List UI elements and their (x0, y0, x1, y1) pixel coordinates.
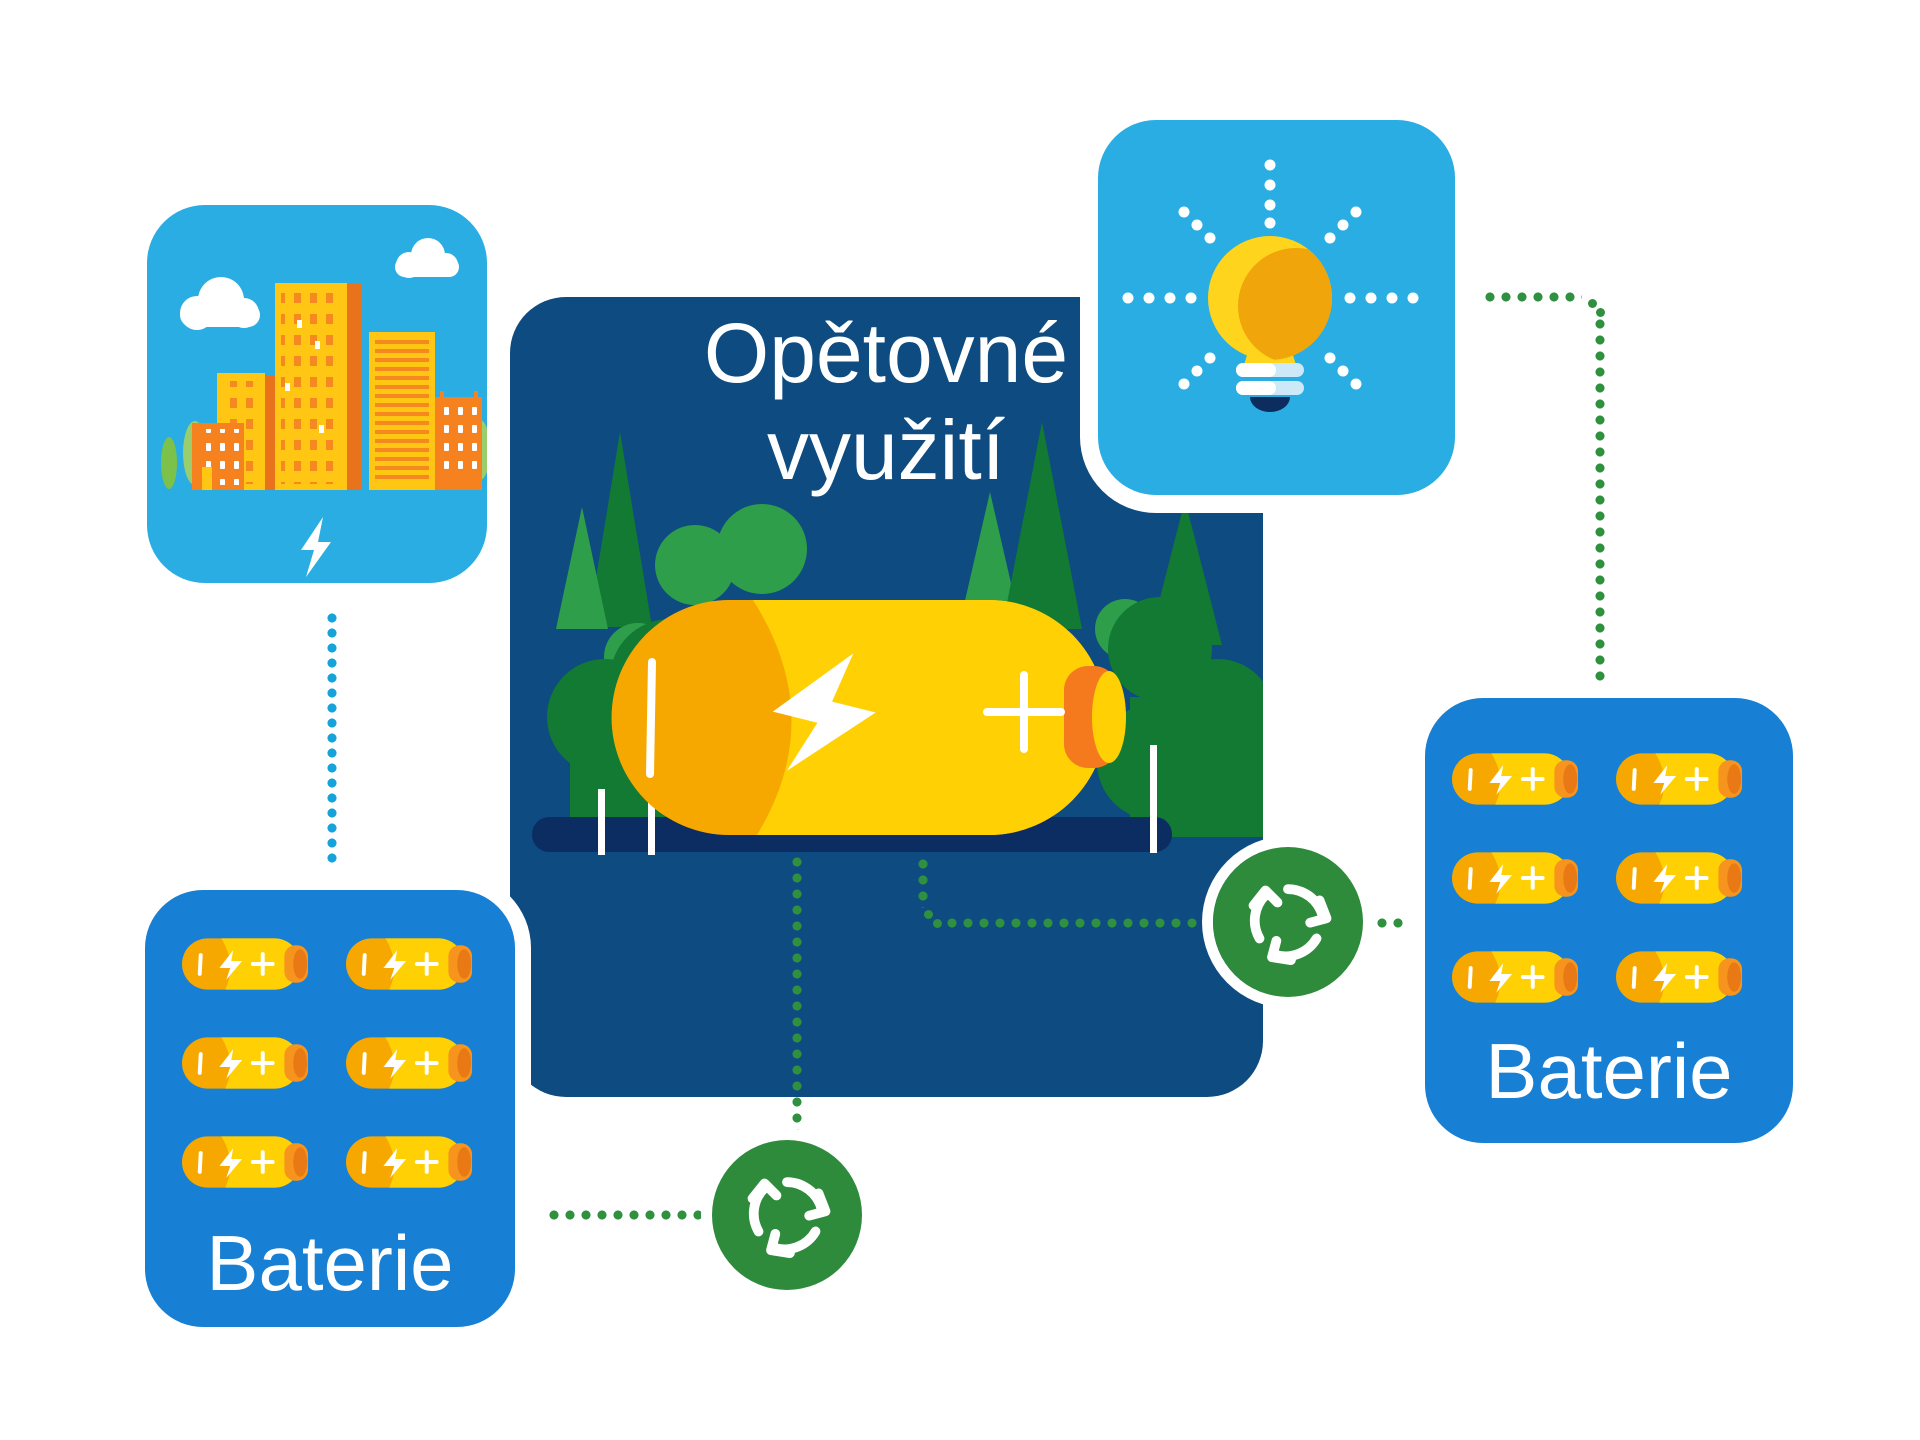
city-card (147, 205, 490, 583)
minus-terminal-icon (361, 1052, 367, 1075)
recycle-badge-right (1213, 847, 1363, 997)
minus-terminal-icon (646, 658, 656, 778)
minus-terminal-icon (197, 953, 203, 976)
battery-icon (1452, 951, 1579, 1003)
connector-battery-to-recycle-right (918, 856, 928, 908)
plus-terminal-icon (1684, 965, 1709, 989)
connector-corner-dot (933, 919, 942, 928)
lightning-bolt-icon (383, 950, 407, 980)
minus-terminal-icon (1631, 867, 1637, 890)
connector-city-to-batteries-left (327, 610, 337, 866)
buildings (192, 283, 482, 490)
connector-batteries-left-to-recycle (546, 1210, 706, 1220)
battery-scene-illustration (532, 422, 1263, 855)
light-rays-icon (1122, 159, 1419, 390)
plus-terminal-icon (250, 1150, 275, 1174)
battery-icon (346, 1136, 473, 1188)
lightning-bolt-icon (1653, 864, 1677, 894)
lightning-bolt-icon (383, 1049, 407, 1079)
plus-terminal-icon (1520, 767, 1545, 791)
minus-terminal-icon (1631, 966, 1637, 989)
batteries-card-right: Baterie (1425, 698, 1793, 1143)
battery-icon (346, 938, 473, 990)
tree-trunks (598, 745, 1157, 855)
battery-icon (1452, 753, 1579, 805)
minus-terminal-icon (197, 1151, 203, 1174)
recycle-badge-bottom (712, 1140, 862, 1290)
lightning-bolt-icon (1653, 963, 1677, 993)
batteries-label: Baterie (1485, 1027, 1733, 1115)
reuse-title: Opětovné využití (703, 306, 1069, 497)
minus-terminal-icon (1467, 966, 1473, 989)
large-battery-illustration (611, 600, 1126, 835)
plus-terminal-icon (414, 1051, 439, 1075)
lightning-bolt-icon (1489, 765, 1513, 795)
plus-terminal-icon (250, 1051, 275, 1075)
battery-icon (182, 1136, 309, 1188)
recycle-arrows-icon (1213, 847, 1363, 997)
plus-terminal-icon (1684, 866, 1709, 890)
connector-battery-to-recycle-right (944, 918, 1206, 928)
connector-bulb-to-batteries-right (1595, 316, 1605, 682)
battery-icon (1616, 753, 1743, 805)
battery-grid (1452, 753, 1744, 1003)
connector-recycle-right-to-batteries-right (1374, 918, 1420, 928)
battery-icon (1616, 951, 1743, 1003)
minus-terminal-icon (197, 1052, 203, 1075)
cloud-icon (180, 277, 260, 330)
battery-icon (182, 1037, 309, 1089)
minus-terminal-icon (361, 1151, 367, 1174)
cloud-icon (395, 238, 459, 278)
lightning-bolt-icon (1653, 765, 1677, 795)
lightning-bolt-icon (383, 1148, 407, 1178)
minus-terminal-icon (1467, 867, 1473, 890)
battery-grid (182, 938, 474, 1188)
plus-terminal-icon (1684, 767, 1709, 791)
city-skyline-icon (161, 238, 490, 577)
battery-icon (346, 1037, 473, 1089)
plus-terminal-icon (1520, 965, 1545, 989)
recycle-arrows-icon (712, 1140, 862, 1290)
plus-terminal-icon (414, 952, 439, 976)
batteries-label: Baterie (206, 1219, 454, 1307)
battery-icon (1452, 852, 1579, 904)
lightning-bolt-icon (301, 517, 331, 577)
batteries-card-left: Baterie (145, 890, 515, 1327)
lightbulb-card (1098, 120, 1455, 495)
lightning-bolt-icon (219, 1049, 243, 1079)
plus-terminal-icon (983, 671, 1065, 753)
plus-terminal-icon (250, 952, 275, 976)
lightning-bolt-icon (772, 653, 876, 771)
battery-icon (1616, 852, 1743, 904)
plus-terminal-icon (1520, 866, 1545, 890)
lightning-bolt-icon (1489, 864, 1513, 894)
battery-icon (182, 938, 309, 990)
connector-bulb-to-batteries-right (1482, 292, 1582, 302)
minus-terminal-icon (361, 953, 367, 976)
lightning-bolt-icon (219, 1148, 243, 1178)
connector-corner-dot (924, 910, 933, 919)
minus-terminal-icon (1631, 768, 1637, 791)
lightning-bolt-icon (219, 950, 243, 980)
lightbulb-icon (1122, 159, 1419, 412)
connector-corner-dot (1588, 299, 1597, 308)
minus-terminal-icon (1467, 768, 1473, 791)
connector-corner-dot (1596, 308, 1605, 317)
lightning-bolt-icon (1489, 963, 1513, 993)
connector-battery-to-recycle-bottom (792, 854, 802, 1142)
plus-terminal-icon (414, 1150, 439, 1174)
